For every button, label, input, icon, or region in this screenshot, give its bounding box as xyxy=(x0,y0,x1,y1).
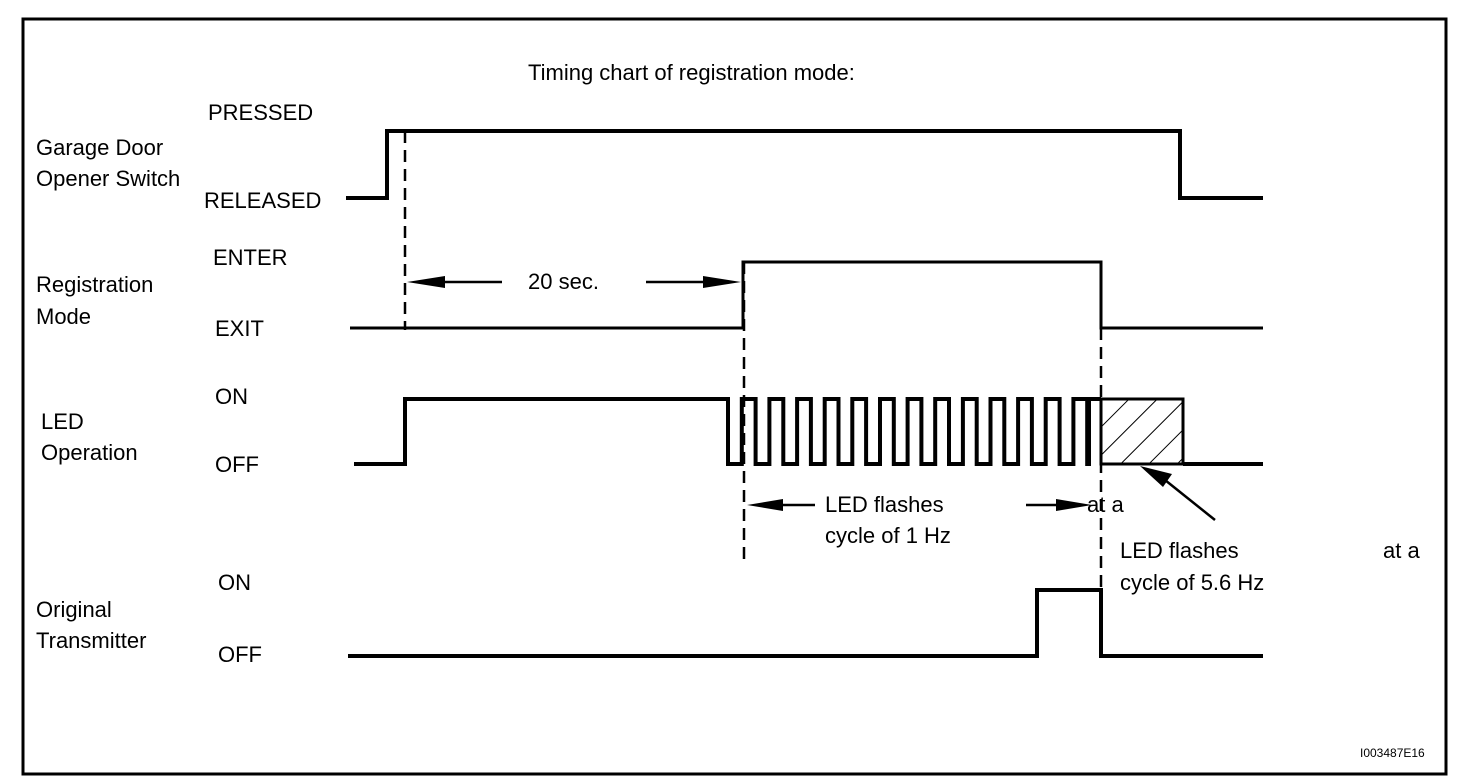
diagram-title: Timing chart of registration mode: xyxy=(528,60,855,85)
state-label-led-on: ON xyxy=(215,384,248,409)
fast-flash-suffix: at a xyxy=(1383,538,1420,563)
state-label-enter: ENTER xyxy=(213,245,288,270)
signal-name-switch-line1: Garage Door xyxy=(36,135,163,160)
led-fast-flash-region xyxy=(1099,397,1185,466)
signal-name-transmitter-line2: Transmitter xyxy=(36,628,146,653)
signal-name-transmitter-line1: Original xyxy=(36,597,112,622)
slow-flash-suffix: at a xyxy=(1087,492,1124,517)
signal-name-switch-line2: Opener Switch xyxy=(36,166,180,191)
figure-id: I003487E16 xyxy=(1360,746,1425,760)
signal-name-led-line2: Operation xyxy=(41,440,138,465)
fast-flash-pointer-head xyxy=(1140,466,1172,487)
state-label-released: RELEASED xyxy=(204,188,321,213)
slow-flash-arrow-left-head xyxy=(747,499,783,511)
slow-flash-label-line2: cycle of 1 Hz xyxy=(825,523,951,548)
fast-flash-pointer-shaft xyxy=(1164,479,1216,521)
waveform-switch xyxy=(346,129,1263,200)
state-label-pressed: PRESSED xyxy=(208,100,313,125)
signal-name-led-line1: LED xyxy=(41,409,84,434)
waveform-transmitter xyxy=(348,588,1263,658)
interval-label: 20 sec. xyxy=(528,269,599,294)
signal-name-regmode-line1: Registration xyxy=(36,272,153,297)
interval-arrow-left-head xyxy=(407,276,445,288)
state-label-exit: EXIT xyxy=(215,316,264,341)
diagram-frame xyxy=(21,17,1448,776)
slow-flash-arrow-right-head xyxy=(1056,499,1092,511)
interval-arrow-right-head xyxy=(703,276,741,288)
fast-flash-label-line2: cycle of 5.6 Hz xyxy=(1120,570,1264,595)
slow-flash-label-line1: LED flashes xyxy=(825,492,944,517)
signal-name-regmode-line2: Mode xyxy=(36,304,91,329)
state-label-tx-off: OFF xyxy=(218,642,262,667)
state-label-tx-on: ON xyxy=(218,570,251,595)
fast-flash-label-line1: LED flashes xyxy=(1120,538,1239,563)
waveform-registration-mode xyxy=(350,260,1263,330)
state-label-led-off: OFF xyxy=(215,452,259,477)
waveform-led xyxy=(354,397,1101,466)
